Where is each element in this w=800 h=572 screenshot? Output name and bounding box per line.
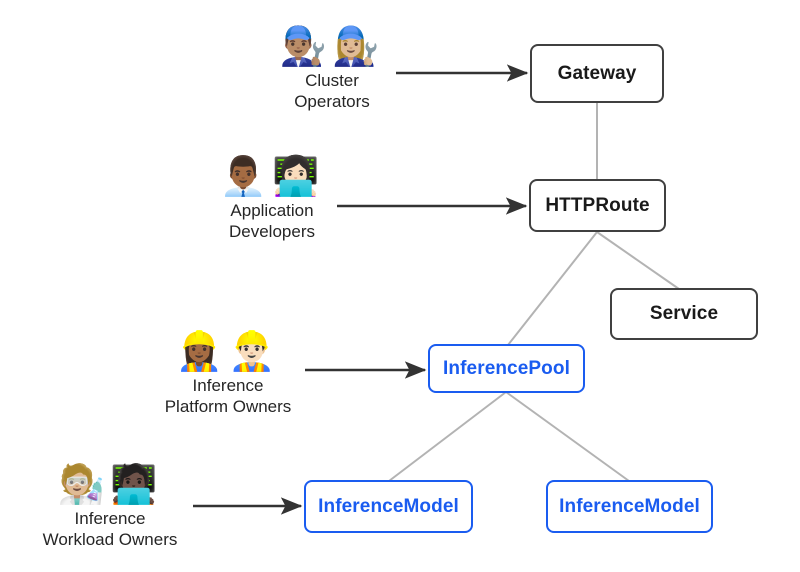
node-inferencemodel-2[interactable]: InferenceModel bbox=[546, 480, 713, 533]
edge-inferencepool-inferencemodel-2 bbox=[505, 391, 630, 482]
edge-httproute-inferencepool bbox=[507, 231, 598, 346]
edge-inferencepool-inferencemodel-1 bbox=[388, 391, 507, 482]
edge-httproute-service bbox=[596, 231, 680, 290]
inference-platform-owners-icons: 👷🏾‍♀️👷🏻‍♂️ bbox=[175, 331, 281, 373]
application-developers-icons: 👨🏾‍💼👩🏻‍💻 bbox=[219, 156, 325, 198]
persona-inference-workload-owners[interactable]: 🧑🏼‍🔬🧑🏿‍💻 Inference Workload Owners bbox=[5, 464, 215, 550]
inference-workload-owners-icons: 🧑🏼‍🔬🧑🏿‍💻 bbox=[57, 464, 163, 506]
node-inferencemodel-1[interactable]: InferenceModel bbox=[304, 480, 473, 533]
inference-workload-owners-label: Inference Workload Owners bbox=[42, 508, 178, 550]
persona-application-developers[interactable]: 👨🏾‍💼👩🏻‍💻 Application Developers bbox=[167, 156, 377, 242]
node-gateway-label: Gateway bbox=[557, 62, 637, 84]
cluster-operators-label: Cluster Operators bbox=[294, 70, 370, 112]
node-gateway[interactable]: Gateway bbox=[530, 44, 664, 103]
inference-platform-owners-label: Inference Platform Owners bbox=[164, 375, 292, 417]
node-inferencemodel-2-label: InferenceModel bbox=[559, 495, 700, 517]
node-inferencepool[interactable]: InferencePool bbox=[428, 344, 585, 393]
cluster-operators-icons: 👨🏽‍🔧👩🏼‍🔧 bbox=[279, 26, 385, 68]
node-service-label: Service bbox=[649, 303, 719, 325]
persona-inference-platform-owners[interactable]: 👷🏾‍♀️👷🏻‍♂️ Inference Platform Owners bbox=[123, 331, 333, 417]
node-inferencepool-label: InferencePool bbox=[443, 357, 570, 379]
persona-cluster-operators[interactable]: 👨🏽‍🔧👩🏼‍🔧 Cluster Operators bbox=[227, 26, 437, 112]
application-developers-label: Application Developers bbox=[229, 200, 315, 242]
node-service[interactable]: Service bbox=[610, 288, 758, 340]
node-inferencemodel-1-label: InferenceModel bbox=[318, 495, 459, 517]
node-httproute-label: HTTPRoute bbox=[545, 194, 650, 216]
node-httproute[interactable]: HTTPRoute bbox=[529, 179, 666, 232]
